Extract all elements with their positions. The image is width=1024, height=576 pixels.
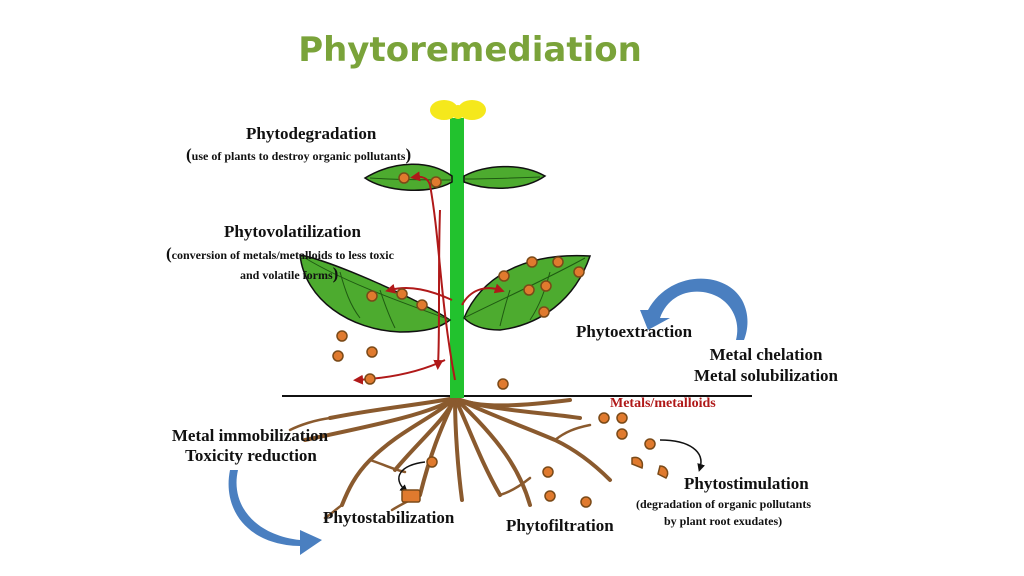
phytovolatilization-desc-line1: conversion of metals/metalloids to less …: [171, 248, 394, 262]
phytodegradation-desc-row: (use of plants to destroy organic pollut…: [186, 145, 412, 164]
phytofiltration-label: Phytofiltration: [506, 516, 614, 535]
metal-chelation-label: Metal chelation: [709, 345, 823, 364]
leaf-icon: [463, 165, 547, 189]
particle-icon: [332, 172, 669, 508]
stem: [450, 118, 464, 398]
curved-arrow-icon: [640, 278, 748, 340]
phytovolatilization-label: Phytovolatilization: [224, 222, 361, 241]
phytostimulation-desc-line2: by plant root exudates): [664, 514, 783, 528]
phytovolatilization-desc-line2: and volatile forms: [240, 268, 333, 282]
phytovolatilization-desc-line2-row: and volatile forms): [240, 264, 339, 283]
phytostimulation-desc-line1: (degradation of organic pollutants: [636, 497, 812, 511]
phytodegradation-desc: use of plants to destroy organic polluta…: [191, 149, 406, 163]
metals-metalloids-label: Metals/metalloids: [610, 396, 716, 411]
curved-arrow-icon: [659, 439, 706, 472]
phytostimulation-label: Phytostimulation: [684, 474, 809, 493]
metal-solubilization-label: Metal solubilization: [693, 366, 839, 385]
flower-icon: [430, 100, 486, 120]
curved-arrow-icon: [398, 461, 426, 493]
curved-arrow-icon: [228, 470, 322, 555]
translocation-arrows: [353, 171, 505, 385]
phytovolatilization-desc-line1-row: (conversion of metals/metalloids to less…: [166, 244, 394, 263]
root-icon: [288, 396, 612, 520]
phytodegradation-label: Phytodegradation: [246, 124, 377, 143]
metal-immobilization-label: Metal immobilization: [171, 426, 329, 445]
phytoextraction-label: Phytoextraction: [576, 322, 693, 341]
page-title: Phytoremediation: [298, 30, 642, 70]
toxicity-reduction-label: Toxicity reduction: [185, 446, 317, 465]
phytostabilization-label: Phytostabilization: [323, 508, 455, 527]
